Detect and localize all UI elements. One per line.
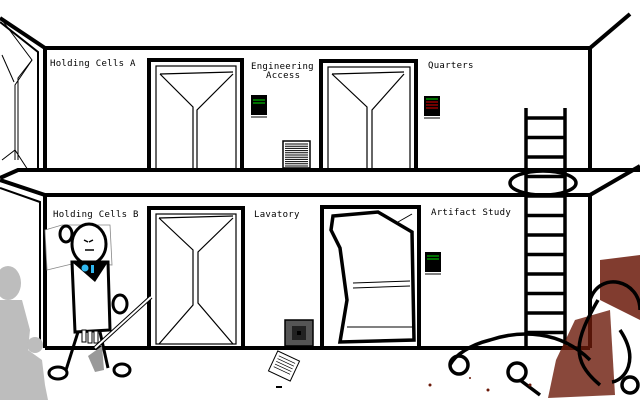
paper-note[interactable] xyxy=(267,350,301,382)
ceiling-edge xyxy=(0,12,632,50)
player-character[interactable] xyxy=(44,222,153,381)
room-label-holding-cells-b: Holding Cells B xyxy=(53,210,139,220)
room-label-lavatory: Lavatory xyxy=(254,210,300,220)
ladder[interactable] xyxy=(508,108,578,348)
room-label-artifact-study: Artifact Study xyxy=(431,208,512,218)
lavatory-floor-hatch[interactable] xyxy=(284,319,314,347)
door-panel-artifact-study[interactable] xyxy=(425,252,441,275)
door-panel-engineering[interactable] xyxy=(251,95,267,118)
lower-ceiling xyxy=(0,164,640,197)
room-label-engineering-access: Access xyxy=(266,71,301,81)
door-holding-cells-a[interactable] xyxy=(147,58,244,172)
room-label-engineering: Engineering xyxy=(251,62,314,72)
upper-floor xyxy=(0,168,640,180)
room-label-holding-cells-a: Holding Cells A xyxy=(50,59,136,69)
player-head xyxy=(70,222,108,266)
door-holding-cells-b[interactable] xyxy=(147,206,245,350)
axe-head xyxy=(88,346,104,372)
door-panel-quarters[interactable] xyxy=(424,96,440,119)
room-label-quarters: Quarters xyxy=(428,61,474,71)
door-artifact-study-broken[interactable] xyxy=(320,205,421,350)
door-quarters[interactable] xyxy=(319,59,418,172)
grey-statue xyxy=(0,266,48,400)
engineering-access-vent[interactable] xyxy=(282,140,311,169)
dead-body xyxy=(428,255,640,398)
